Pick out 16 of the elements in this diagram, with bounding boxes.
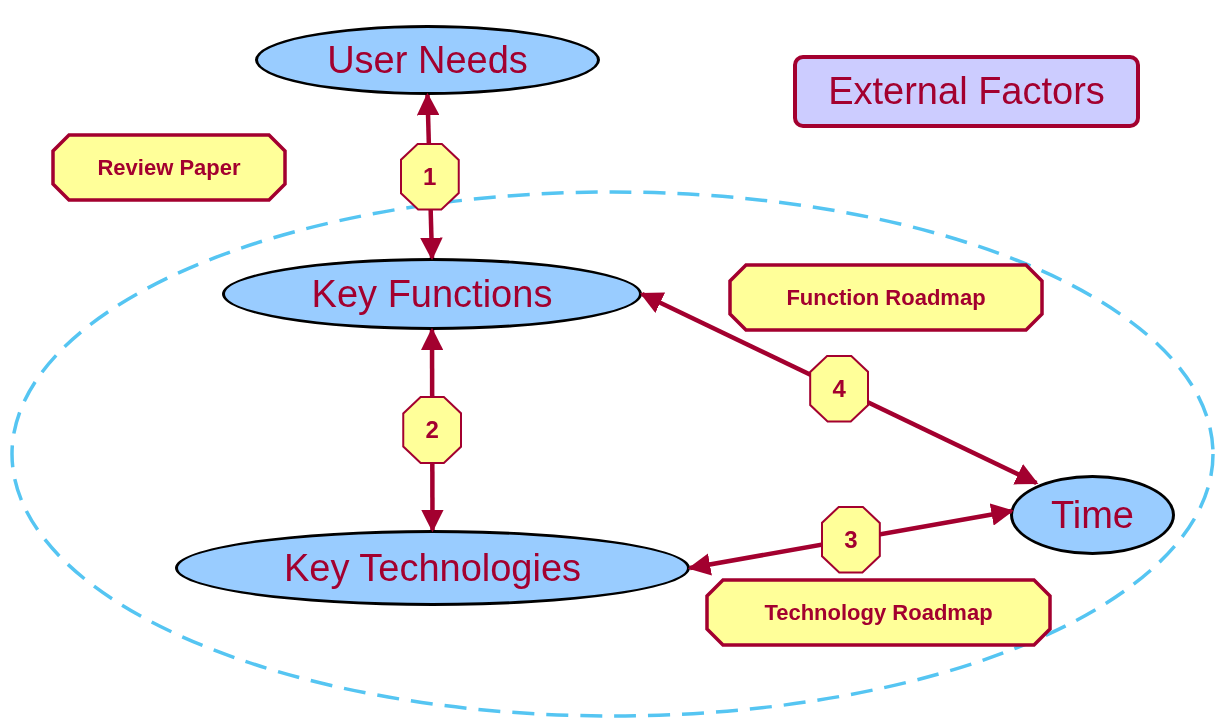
octagon-tag <box>730 265 1042 330</box>
node-label: User Needs <box>327 38 528 82</box>
edge-label: 4 <box>809 354 870 423</box>
edge-label: 3 <box>820 505 881 574</box>
factor-box <box>793 55 1140 128</box>
node-label: Key Functions <box>311 272 553 316</box>
node-label: External Factors <box>828 70 1105 113</box>
octagon-tag <box>707 580 1050 645</box>
node-label: Key Technologies <box>283 546 582 590</box>
node-label: Review Paper <box>97 154 241 181</box>
node-label: Function Roadmap <box>786 284 986 311</box>
edge-label: 1 <box>399 142 460 211</box>
node-label: Time <box>1050 493 1134 537</box>
edge-label: 2 <box>402 396 463 464</box>
octagon-tag <box>53 135 285 200</box>
node-label: Technology Roadmap <box>764 599 993 626</box>
